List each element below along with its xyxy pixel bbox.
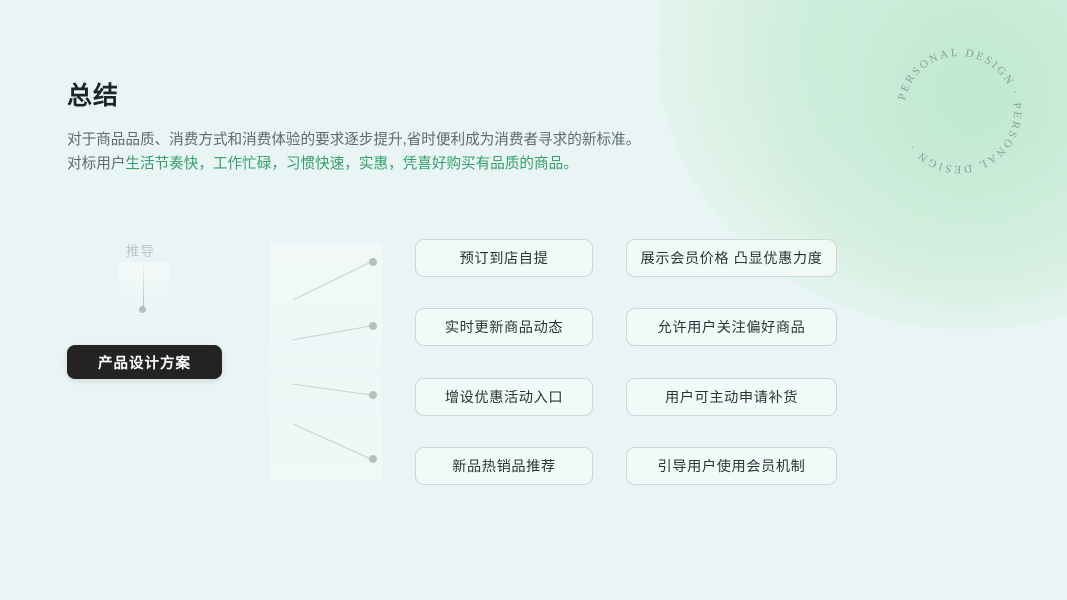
card-right-2[interactable]: 允许用户关注偏好商品 (626, 308, 837, 346)
summary-paragraph: 对于商品品质、消费方式和消费体验的要求逐步提升,省时便利成为消费者寻求的新标准。… (67, 128, 640, 176)
paragraph-line-2: 对标用户生活节奏快，工作忙碌，习惯快速，实惠，凭喜好购买有品质的商品。 (67, 152, 640, 176)
paragraph-line-1: 对于商品品质、消费方式和消费体验的要求逐步提升,省时便利成为消费者寻求的新标准。 (67, 132, 641, 148)
paragraph-line-2-accent: 生活节奏快，工作忙碌，习惯快速，实惠，凭喜好购买有品质的商品。 (125, 156, 578, 172)
derivation-panel (119, 262, 169, 312)
derivation-label: 推导 (126, 244, 155, 259)
derivation-endpoint-dot (139, 306, 146, 313)
card-left-2[interactable]: 实时更新商品动态 (415, 308, 593, 346)
card-left-4[interactable]: 新品热销品推荐 (415, 447, 593, 485)
card-left-1[interactable]: 预订到店自提 (415, 239, 593, 277)
card-right-3[interactable]: 用户可主动申请补货 (626, 378, 837, 416)
card-right-1[interactable]: 展示会员价格 凸显优惠力度 (626, 239, 837, 277)
card-left-3[interactable]: 增设优惠活动入口 (415, 378, 593, 416)
card-right-4[interactable]: 引导用户使用会员机制 (626, 447, 837, 485)
product-design-plan-pill[interactable]: 产品设计方案 (67, 345, 222, 379)
connector-backdrop-panel (270, 243, 382, 481)
stamp-textpath: PERSONAL DESIGN · PERSONAL DESIGN · (896, 47, 1021, 175)
page-title: 总结 (67, 82, 120, 110)
paragraph-line-2-prefix: 对标用户 (67, 156, 126, 172)
stamp-text: PERSONAL DESIGN · PERSONAL DESIGN · (896, 47, 1023, 175)
circular-stamp-decoration: PERSONAL DESIGN · PERSONAL DESIGN · (884, 36, 1034, 186)
derivation-connector-line (143, 266, 144, 308)
